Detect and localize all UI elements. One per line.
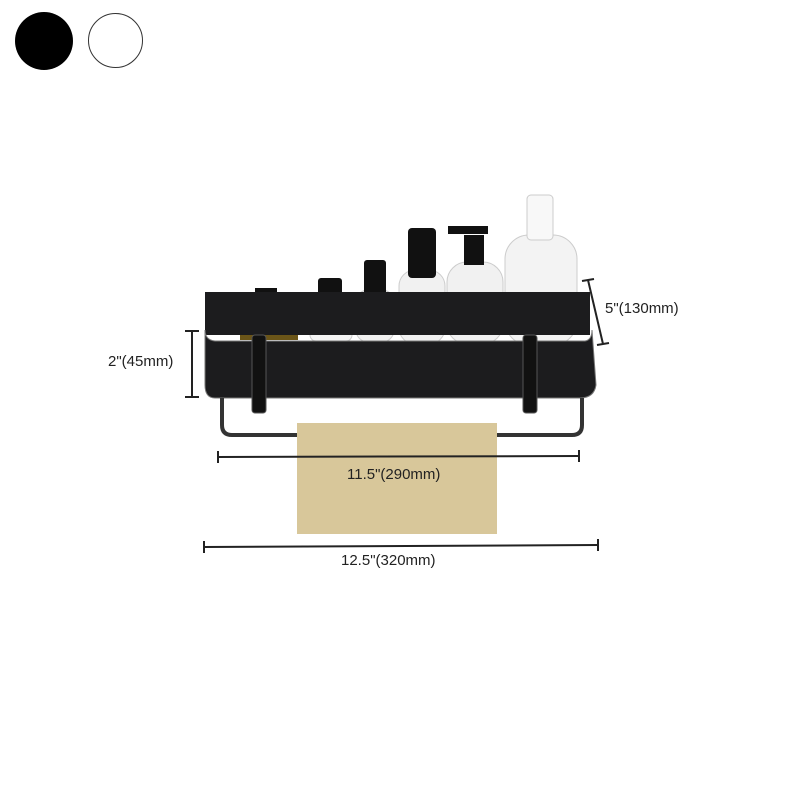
shelf xyxy=(204,292,597,437)
color-swatch-white[interactable] xyxy=(88,13,143,68)
dimension-lines xyxy=(185,278,610,553)
overall-width-label: 12.5"(320mm) xyxy=(341,552,436,569)
depth-label: 5"(130mm) xyxy=(605,300,679,317)
towel xyxy=(297,423,497,534)
inner-width-label: 11.5"(290mm) xyxy=(347,466,441,483)
color-swatch-black[interactable] xyxy=(15,12,73,70)
height-label: 2"(45mm) xyxy=(108,353,174,370)
